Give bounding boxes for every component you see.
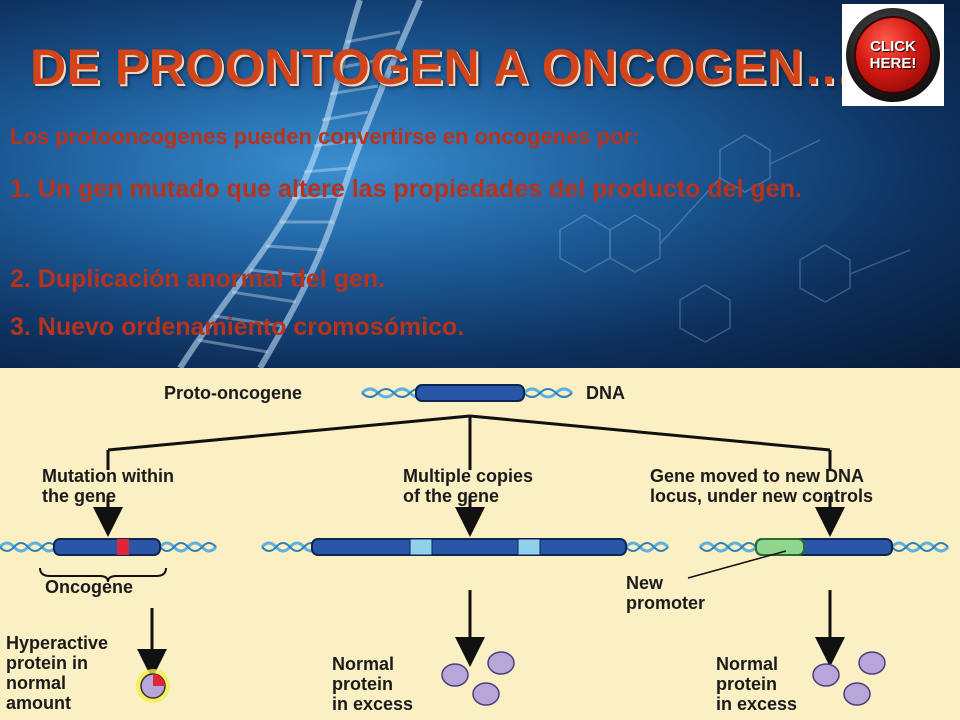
copy-boundary-2 [517, 538, 541, 556]
here-label: HERE! [869, 55, 917, 72]
click-label: CLICK [870, 38, 916, 55]
excess-protein-group-1 [441, 651, 515, 706]
promoter-pointer [687, 550, 787, 579]
copy-boundary-1 [409, 538, 433, 556]
point-2: 2. Duplicación anormal del gen. [10, 265, 386, 293]
branch-locus-heading: Gene moved to new DNA locus, under new c… [650, 466, 874, 506]
slide-header-area: DE PROONTOGEN A ONCOGEN… CLICK HERE! Los… [0, 0, 960, 368]
click-here-button[interactable]: CLICK HERE! [842, 4, 944, 106]
hyperactive-protein [136, 669, 170, 703]
amplified-gene-dna [260, 538, 670, 556]
excess-protein-group-2 [812, 651, 886, 706]
new-promoter-label: New promoter [626, 573, 706, 613]
oncogene-label: Oncogene [45, 577, 134, 597]
oncogene-brace [39, 567, 167, 583]
diagram-graphics [0, 384, 950, 706]
intro-text: Los protooncogenes pueden convertirse en… [10, 124, 640, 149]
proto-oncogene-label: Proto-oncogene [164, 383, 302, 403]
branch-mutation-heading: Mutation within the gene [42, 466, 174, 506]
mutation-mark [117, 539, 129, 555]
new-promoter-segment [755, 538, 805, 556]
mutated-gene-dna [0, 538, 218, 556]
dna-background-image [177, 0, 911, 368]
translocated-gene-dna [698, 538, 950, 556]
point-3: 3. Nuevo ordenamiento cromosómico. [10, 313, 465, 341]
proto-oncogene-dna [360, 384, 574, 402]
normal-protein-excess-label-1: Normal protein in excess [332, 654, 414, 714]
normal-protein-excess-label-2: Normal protein in excess [716, 654, 798, 714]
hyperactive-protein-label: Hyperactive protein in normal amount [6, 633, 109, 713]
oncogene-diagram: Proto-oncogene DNA Mutation within the g… [0, 368, 960, 720]
branch-copies-heading: Multiple copies of the gene [403, 466, 534, 506]
dna-label: DNA [586, 383, 625, 403]
proto-oncogene-gene [415, 384, 525, 402]
point-1: 1. Un gen mutado que altere las propieda… [10, 175, 802, 203]
slide-title: DE PROONTOGEN A ONCOGEN… [30, 39, 855, 95]
